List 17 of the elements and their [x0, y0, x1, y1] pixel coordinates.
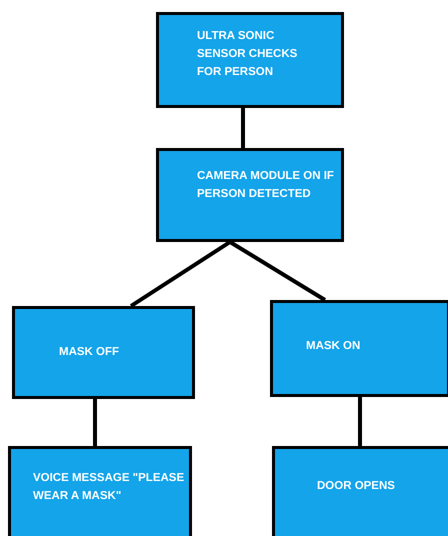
box-label: VOICE MESSAGE "PLEASE WEAR A MASK" — [33, 471, 186, 504]
process-box — [156, 148, 344, 242]
process-box — [12, 306, 195, 399]
process-box — [156, 12, 344, 108]
connector-line — [228, 240, 326, 302]
process-box — [8, 446, 192, 536]
connector-line — [241, 108, 245, 148]
process-box — [272, 446, 448, 536]
process-box — [270, 300, 448, 397]
connector-line — [93, 399, 97, 446]
box-label: MASK ON — [306, 339, 362, 354]
connector-line — [130, 240, 232, 308]
box-label: MASK OFF — [59, 345, 120, 360]
connector-line — [358, 397, 362, 446]
box-label: DOOR OPENS — [317, 479, 396, 494]
box-label: CAMERA MODULE ON IF PERSON DETECTED — [197, 169, 335, 202]
box-label: ULTRA SONIC SENSOR CHECKS FOR PERSON — [197, 29, 298, 80]
